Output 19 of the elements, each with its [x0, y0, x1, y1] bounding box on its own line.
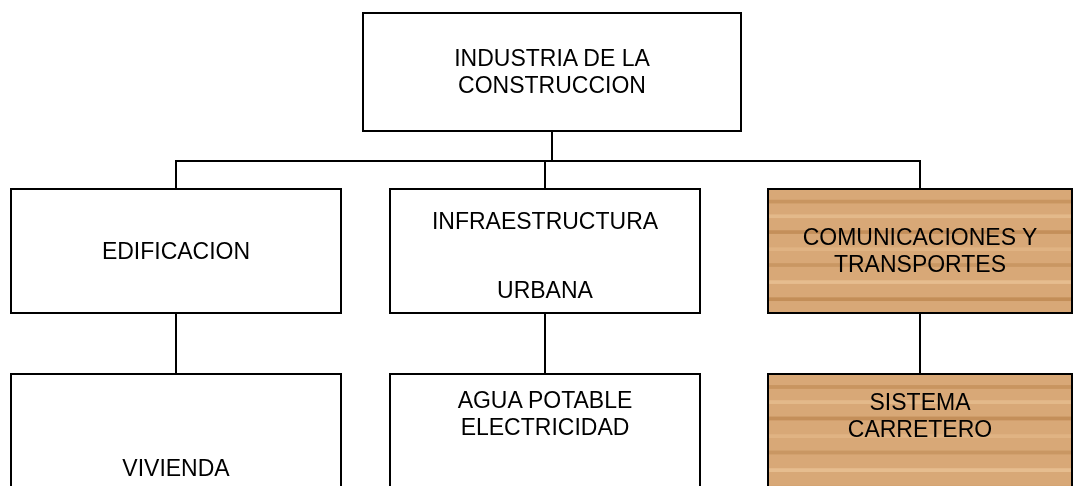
- process-box: [362, 12, 742, 132]
- connector-line: [919, 313, 921, 374]
- node-label: EDIFICACION: [101, 237, 251, 265]
- connector-line: [175, 313, 177, 374]
- process-box: [10, 188, 342, 314]
- node-label: AGUA POTABLE: [457, 387, 633, 414]
- textured-box: [767, 188, 1073, 314]
- node-label: ELECTRICIDAD: [460, 414, 630, 441]
- node-label: SISTEMA CARRETERO: [846, 389, 994, 443]
- connector-line: [544, 313, 546, 374]
- textured-box: [767, 373, 1073, 486]
- node-label: VIVIENDA: [122, 455, 230, 482]
- node-label: INFRAESTRUCTURA: [431, 208, 659, 235]
- process-box: [10, 373, 342, 486]
- process-box: [389, 373, 701, 486]
- node-label: URBANA: [497, 277, 593, 304]
- node-label: COMUNICACIONES Y TRANSPORTES: [801, 224, 1039, 278]
- node-label: INDUSTRIA DE LA CONSTRUCCION: [453, 45, 651, 99]
- process-box: [389, 188, 701, 314]
